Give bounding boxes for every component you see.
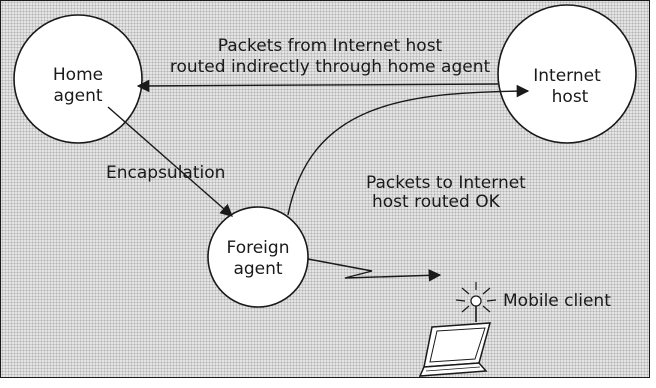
home-agent-circle xyxy=(13,14,143,144)
laptop-icon xyxy=(418,322,492,377)
home-agent-label-line2: agent xyxy=(53,86,102,106)
internet-host-label-line1: Internet xyxy=(533,66,601,86)
internet-host-label-line2: host xyxy=(552,87,589,107)
encapsulation-label: Encapsulation xyxy=(106,163,225,183)
foreign-agent-node: Foreign agent xyxy=(207,206,309,308)
foreign-agent-label-line2: agent xyxy=(233,259,282,279)
foreign-agent-circle xyxy=(207,206,309,308)
foreign-agent-label-line1: Foreign xyxy=(227,238,290,258)
mobile-client-label: Mobile client xyxy=(503,291,611,311)
direct-route-arrow xyxy=(287,84,530,216)
internet-host-node: Internet host xyxy=(497,4,637,144)
indirect-route-label-line1: Packets from Internet host xyxy=(218,36,443,56)
home-agent-node: Home agent xyxy=(13,14,143,144)
direct-route-label-line2: host routed OK xyxy=(372,192,501,212)
indirect-route-label-line2: routed indirectly through home agent xyxy=(170,57,491,77)
direct-route-label-line1: Packets to Internet xyxy=(366,173,526,193)
home-agent-label-line1: Home xyxy=(53,65,103,85)
internet-host-circle xyxy=(497,4,637,144)
indirect-route-arrow xyxy=(136,79,499,93)
encapsulation-arrow xyxy=(107,106,233,217)
wireless-link-arrow xyxy=(307,258,442,282)
signal-icon xyxy=(455,282,497,322)
